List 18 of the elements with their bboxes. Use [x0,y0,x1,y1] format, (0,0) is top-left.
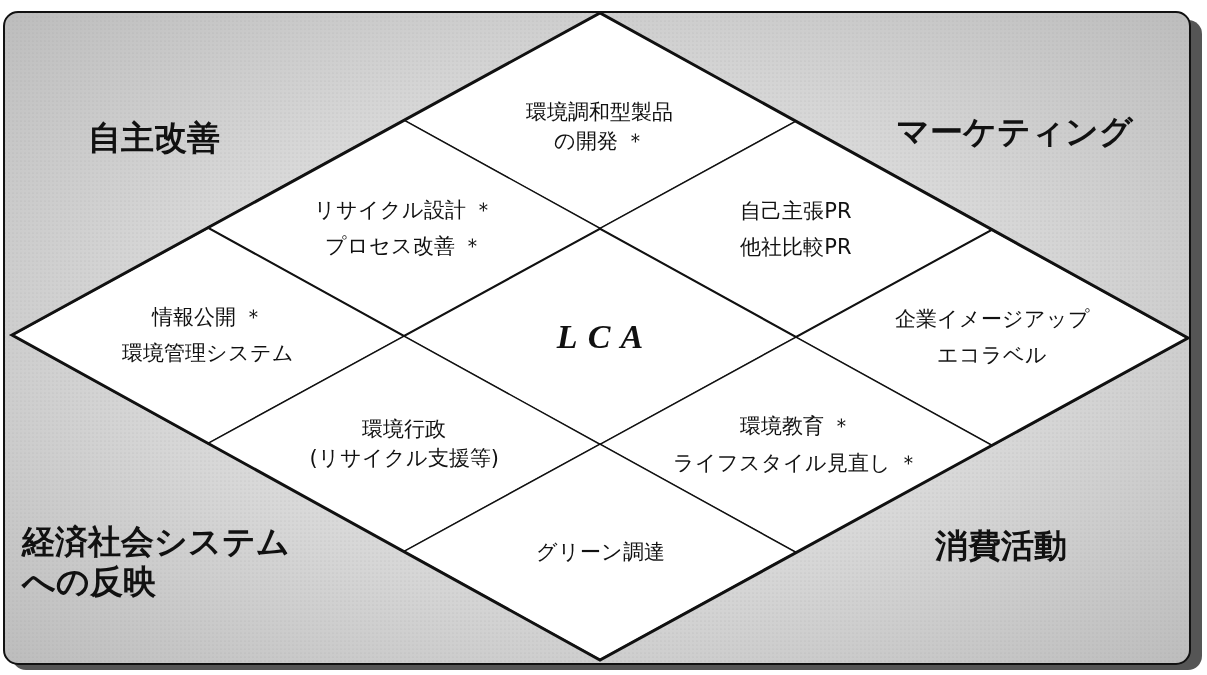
quadrant-label: 経済社会システムへの反映 [22,522,291,602]
cell-text: 環境管理システム [122,340,294,368]
cell-text: エコラベル [937,342,1047,370]
cell-text: 企業イメージアップ [894,306,1090,334]
cell-text: 環境調和型製品の開発 ＊ [525,99,675,155]
cell-text: 環境行政(リサイクル支援等) [309,416,499,472]
cell-text: ライフスタイル見直し ＊ [673,449,919,477]
quadrant-label: マーケティング [896,112,1133,152]
cell-text: グリーン調達 [535,539,665,566]
cell-text: 他社比較PR [740,234,852,262]
cell-text: LCA [556,316,654,357]
cell-text: プロセス改善 ＊ [325,233,483,261]
cell-text: 自己主張PR [740,197,852,225]
cell-text: リサイクル設計 ＊ [314,196,494,224]
cell-text: 情報公開 ＊ [152,304,264,332]
quadrant-label: 自主改善 [88,118,220,158]
quadrant-label: 消費活動 [935,526,1067,566]
cell-text: 環境教育 ＊ [740,413,852,441]
